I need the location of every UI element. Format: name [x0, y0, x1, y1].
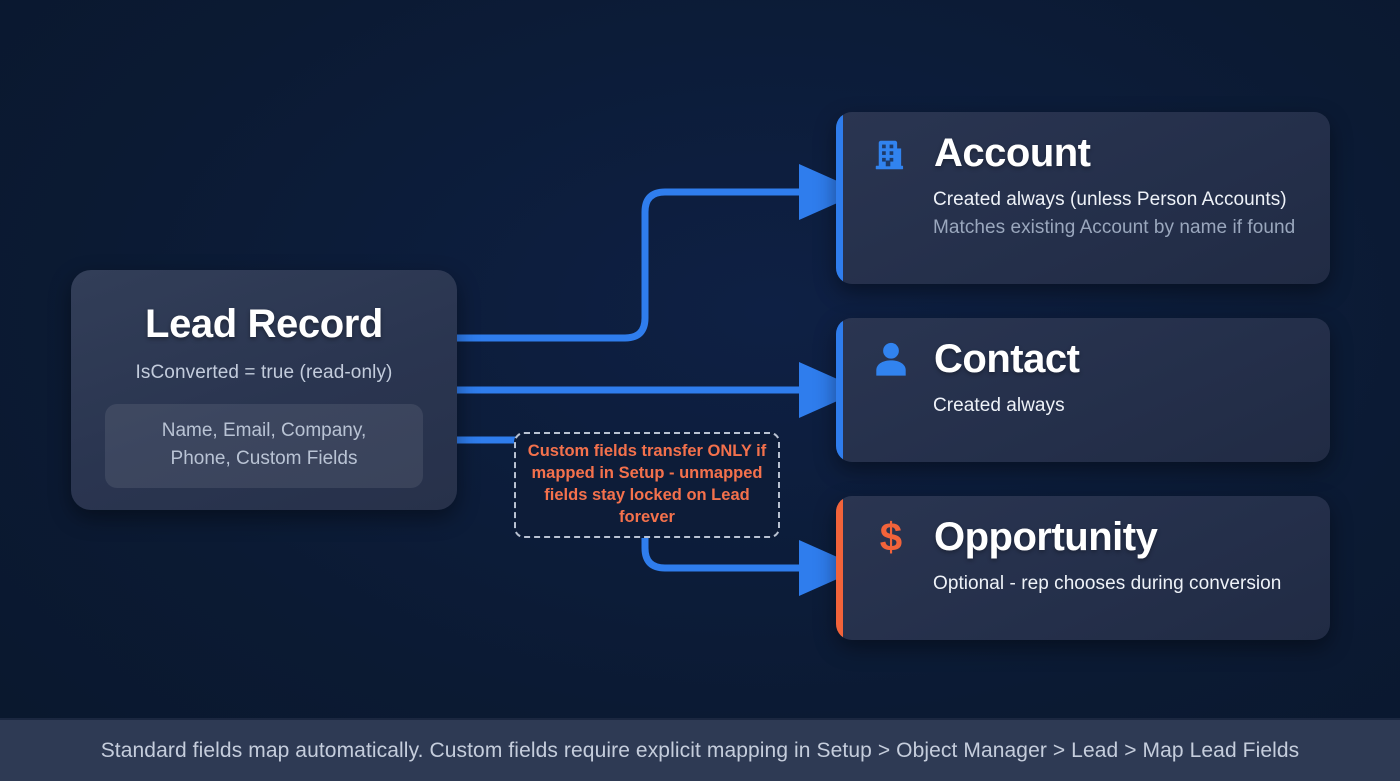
contact-card: Contact Created always	[836, 318, 1330, 462]
dollar-icon: $	[868, 514, 914, 560]
building-icon	[868, 130, 914, 176]
account-note: Matches existing Account by name if foun…	[933, 217, 1296, 238]
connector-lead-to-account	[457, 164, 862, 342]
lead-record-fields-box: Name, Email, Company,Phone, Custom Field…	[105, 404, 423, 489]
contact-description: Created always	[933, 395, 1065, 416]
lead-record-title: Lead Record	[145, 302, 383, 346]
lead-record-fields-text: Name, Email, Company,Phone, Custom Field…	[161, 420, 367, 470]
lead-record-subtitle: IsConverted = true (read-only)	[135, 362, 393, 383]
opportunity-accent-bar	[836, 496, 843, 640]
opportunity-description: Optional - rep chooses during conversion	[933, 573, 1282, 594]
account-card: Account Created always (unless Person Ac…	[836, 112, 1330, 284]
custom-fields-warning-note: Custom fields transfer ONLY if mapped in…	[514, 432, 780, 538]
account-title: Account	[934, 131, 1091, 175]
account-accent-bar	[836, 112, 843, 284]
footer-text: Standard fields map automatically. Custo…	[100, 738, 1300, 762]
contact-accent-bar	[836, 318, 843, 462]
opportunity-title: Opportunity	[934, 515, 1158, 559]
contact-title: Contact	[934, 337, 1080, 381]
footer-bar: Standard fields map automatically. Custo…	[0, 718, 1400, 781]
custom-fields-warning-text: Custom fields transfer ONLY if mapped in…	[527, 442, 767, 526]
lead-record-card: Lead Record IsConverted = true (read-onl…	[71, 270, 457, 510]
opportunity-card: $ Opportunity Optional - rep chooses dur…	[836, 496, 1330, 640]
svg-text:$: $	[880, 516, 902, 558]
person-icon	[868, 336, 914, 382]
account-description: Created always (unless Person Accounts)	[933, 189, 1287, 210]
